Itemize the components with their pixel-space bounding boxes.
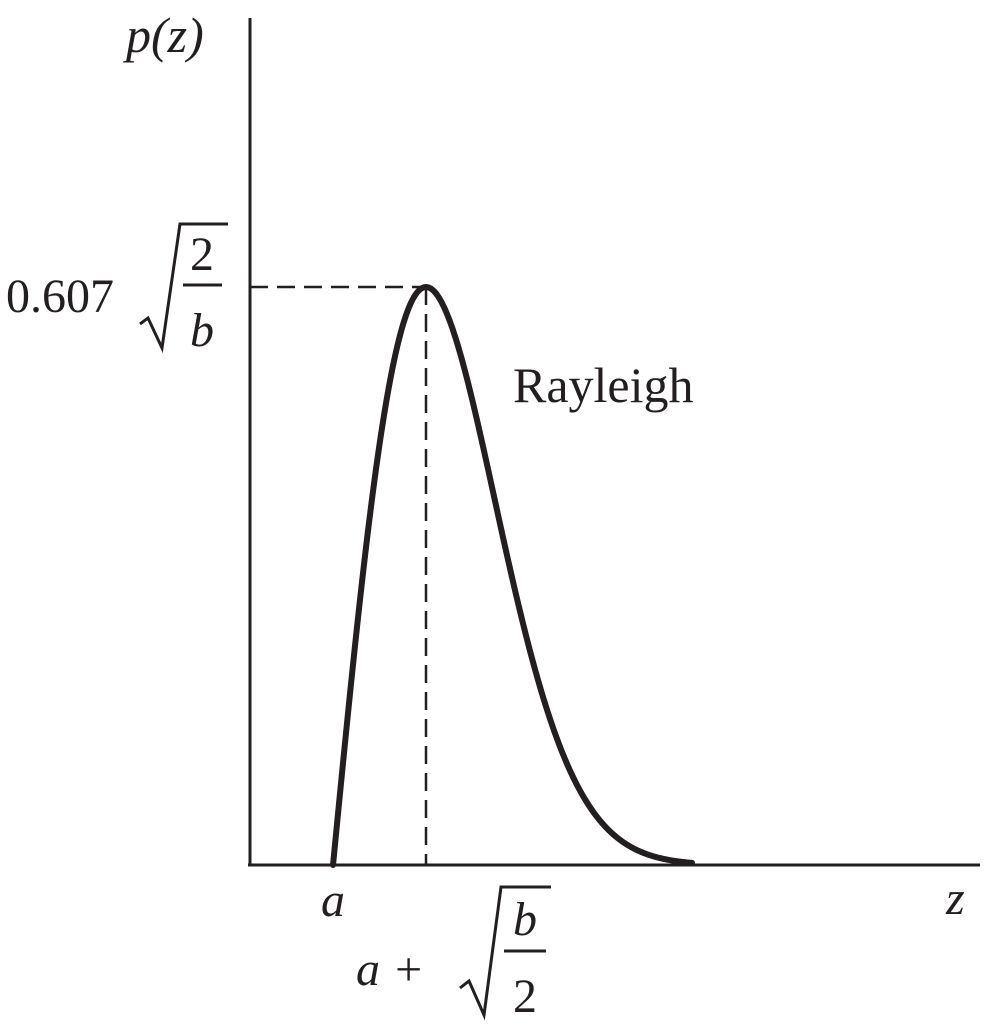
y-tick-numerator: 2 xyxy=(190,228,214,281)
x-tick-numerator: b xyxy=(513,893,537,946)
y-axis-label: p(z) xyxy=(123,7,204,63)
y-tick-label-peak: 0.607 2 b xyxy=(6,222,228,357)
x-axis-label: z xyxy=(945,872,965,925)
x-tick-label-a: a xyxy=(321,874,345,927)
x-tick-label-peak: a + b 2 xyxy=(356,885,551,1023)
x-tick-radical-sign xyxy=(459,885,551,1021)
x-tick-denominator: 2 xyxy=(513,970,537,1023)
y-tick-prefix: 0.607 xyxy=(6,270,114,323)
series-label-rayleigh: Rayleigh xyxy=(513,357,694,413)
x-tick-prefix: a + xyxy=(356,943,424,996)
y-tick-radical-sign xyxy=(139,222,228,354)
series-line-rayleigh xyxy=(330,284,695,868)
y-tick-denominator: b xyxy=(190,304,214,357)
